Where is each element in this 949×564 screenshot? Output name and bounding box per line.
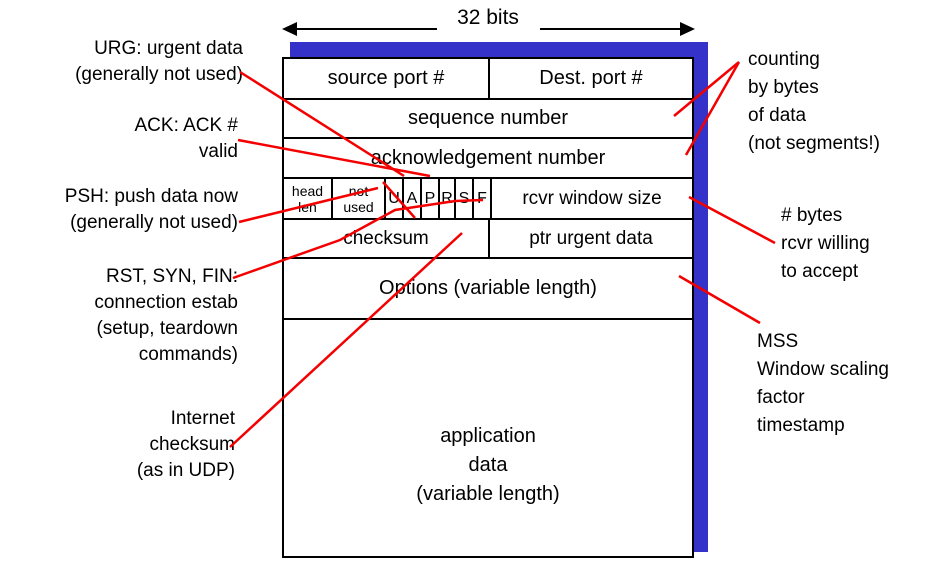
note-psh-line2: (generally not used) (70, 212, 238, 233)
field-not-used: not used (333, 179, 386, 218)
field-not-used-line2: used (343, 198, 374, 215)
width-arrow-label: 32 bits (433, 6, 543, 30)
field-rcvr-window-size: rcvr window size (522, 187, 662, 209)
note-checksum-line1: Internet (170, 408, 235, 429)
application-data-line1: application (440, 424, 536, 447)
row-flags: head len not used U A P R S F rcvr windo… (284, 179, 692, 220)
note-ack-line2: valid (198, 141, 238, 162)
field-header-length: head len (284, 179, 333, 218)
field-header-length-line1: head (291, 182, 324, 199)
row-ports: source port # Dest. port # (284, 59, 692, 100)
note-rst-line4: commands) (138, 344, 238, 365)
note-counting-line4: (not segments!) (748, 133, 880, 154)
width-arrow-head-left (282, 22, 297, 36)
note-psh-line1: PSH: push data now (64, 186, 238, 207)
note-rst-line3: (setup, teardown (96, 318, 238, 339)
flag-rst: R (440, 179, 456, 218)
note-mss-line2: Window scaling (757, 359, 889, 380)
note-counting-line1: counting (748, 49, 820, 70)
width-arrow-head-right (680, 22, 695, 36)
note-rcvr-bytes: # bytes rcvr willing to accept (781, 202, 870, 286)
note-urg: URG: urgent data (generally not used) (0, 36, 243, 88)
note-counting-line3: of data (748, 105, 807, 126)
tcp-header-table: source port # Dest. port # sequence numb… (282, 57, 694, 558)
note-ack: ACK: ACK # valid (0, 113, 239, 165)
field-dest-port: Dest. port # (539, 67, 643, 89)
field-not-used-line1: not (348, 182, 369, 199)
note-urg-line2: (generally not used) (75, 64, 243, 85)
flag-fin: F (474, 179, 492, 218)
note-mss-options: MSS Window scaling factor timestamp (757, 328, 889, 440)
note-checksum-line3: (as in UDP) (136, 460, 235, 481)
field-source-port: source port # (284, 59, 490, 98)
field-ptr-urgent-data: ptr urgent data (529, 227, 653, 249)
field-application-data: application data (variable length) (284, 320, 692, 556)
note-rst-line1: RST, SYN, FIN: (106, 266, 238, 287)
flag-psh: P (422, 179, 440, 218)
note-rst-line2: connection estab (94, 292, 238, 313)
flag-ack: A (404, 179, 422, 218)
field-acknowledgement-number: acknowledgement number (284, 139, 692, 179)
application-data-line3: (variable length) (416, 482, 560, 505)
note-psh: PSH: push data now (generally not used) (0, 184, 238, 236)
note-rst-syn-fin: RST, SYN, FIN: connection estab (setup, … (0, 264, 238, 368)
note-mss-line3: factor (757, 387, 805, 408)
note-ack-line1: ACK: ACK # (134, 115, 239, 136)
field-options: Options (variable length) (284, 259, 692, 320)
field-header-length-line2: len (298, 198, 317, 215)
flag-syn: S (456, 179, 474, 218)
note-mss-line1: MSS (757, 331, 799, 352)
flag-urg: U (386, 179, 404, 218)
note-rcvr-bytes-line3: to accept (781, 261, 859, 282)
note-urg-line1: URG: urgent data (94, 38, 243, 59)
field-sequence-number: sequence number (284, 100, 692, 139)
note-counting-line2: by bytes (748, 77, 819, 98)
application-data-line2: data (468, 453, 508, 476)
note-mss-line4: timestamp (757, 415, 845, 436)
note-rcvr-bytes-line1: # bytes (781, 205, 843, 226)
note-checksum-line2: checksum (149, 434, 235, 455)
note-internet-checksum: Internet checksum (as in UDP) (0, 406, 235, 484)
row-checksum: checksum ptr urgent data (284, 220, 692, 259)
field-checksum: checksum (284, 220, 490, 257)
note-rcvr-bytes-line2: rcvr willing (781, 233, 870, 254)
note-counting-bytes: counting by bytes of data (not segments!… (748, 46, 880, 158)
